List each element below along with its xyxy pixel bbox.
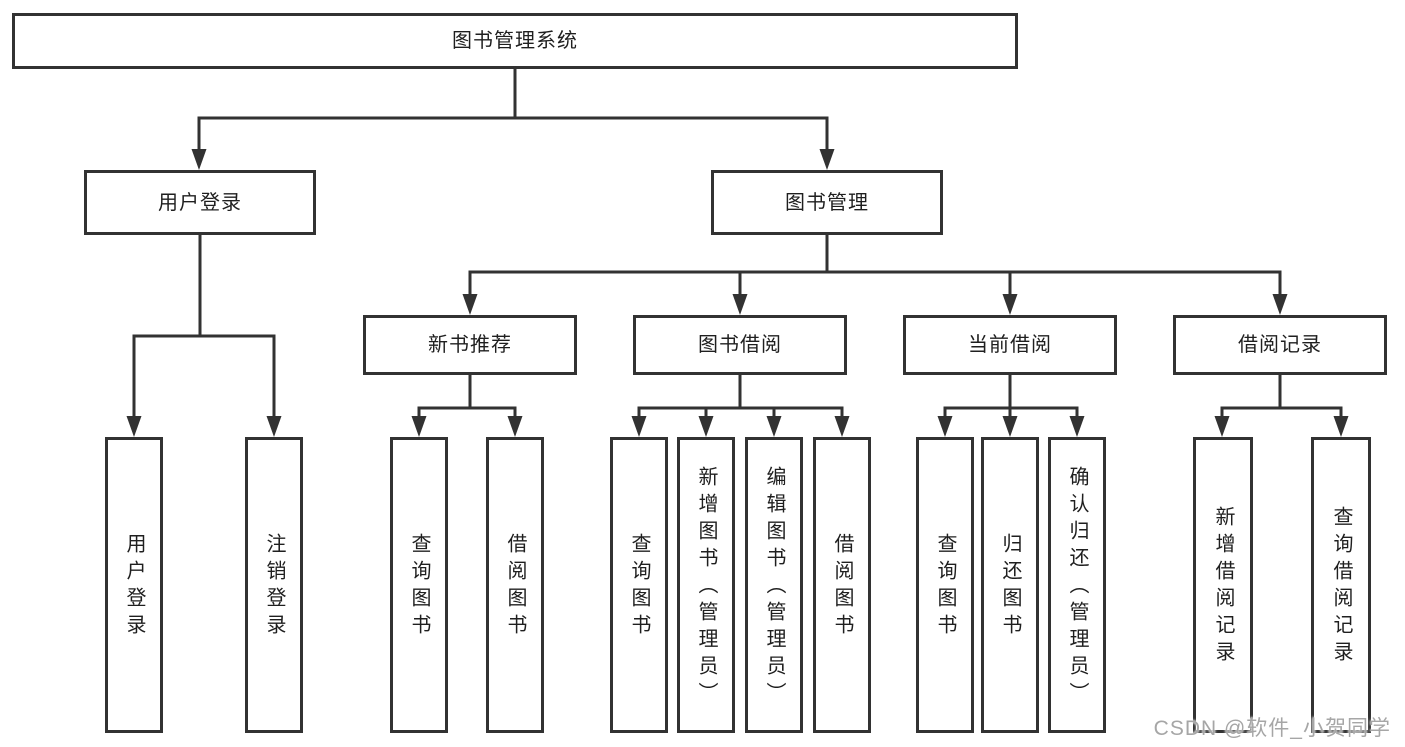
node-logout-action: 注销登录 xyxy=(245,437,303,733)
node-query-books-current: 查询图书 xyxy=(916,437,974,733)
node-borrow-records: 借阅记录 xyxy=(1173,315,1387,375)
node-new-book-recommend: 新书推荐 xyxy=(363,315,577,375)
node-query-borrow-record: 查询借阅记录 xyxy=(1311,437,1371,733)
node-confirm-return-admin: 确认归还（管理员） xyxy=(1048,437,1106,733)
node-book-borrow: 图书借阅 xyxy=(633,315,847,375)
node-user-login-module: 用户登录 xyxy=(84,170,316,235)
node-edit-books-admin: 编辑图书（管理员） xyxy=(745,437,803,733)
node-return-books: 归还图书 xyxy=(981,437,1039,733)
node-library-management-system: 图书管理系统 xyxy=(12,13,1018,69)
node-current-borrow: 当前借阅 xyxy=(903,315,1117,375)
node-query-books-recommend: 查询图书 xyxy=(390,437,448,733)
node-book-management-module: 图书管理 xyxy=(711,170,943,235)
node-add-borrow-record: 新增借阅记录 xyxy=(1193,437,1253,733)
node-borrow-books: 借阅图书 xyxy=(813,437,871,733)
node-borrow-books-recommend: 借阅图书 xyxy=(486,437,544,733)
node-user-login-action: 用户登录 xyxy=(105,437,163,733)
node-query-books-borrow: 查询图书 xyxy=(610,437,668,733)
node-add-books-admin: 新增图书（管理员） xyxy=(677,437,735,733)
